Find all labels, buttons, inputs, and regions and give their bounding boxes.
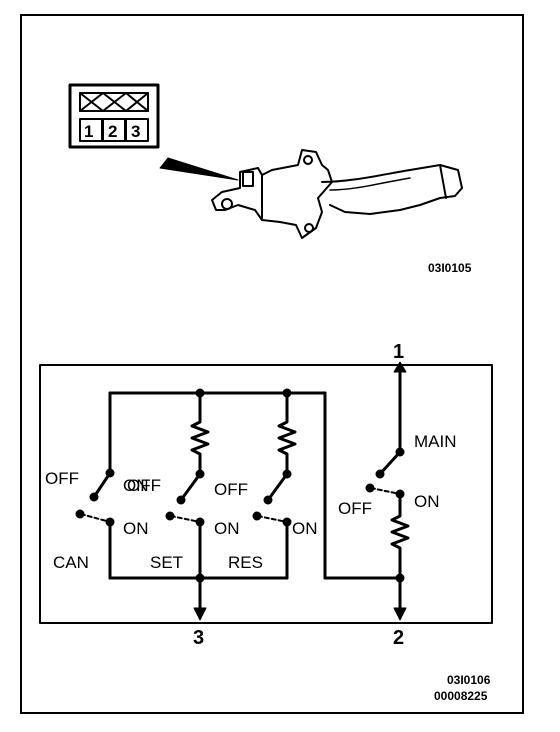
connector-key <box>68 83 160 149</box>
cancel-on-label: ON <box>123 476 149 495</box>
terminal-3-label: 3 <box>193 627 204 649</box>
connector-pin-1: 1 <box>84 122 93 141</box>
res-on-label: ON <box>292 519 318 538</box>
resistor-res <box>277 416 297 476</box>
pointer-arrow <box>159 157 239 181</box>
res-off-label: OFF <box>214 480 248 499</box>
res-switch-label: RES <box>228 553 263 572</box>
main-off-label: OFF <box>338 499 372 518</box>
terminal-1-arrow <box>393 361 407 373</box>
main-switch-label: MAIN <box>414 432 457 451</box>
terminal-1-label: 1 <box>393 341 404 363</box>
connector-pin-2: 2 <box>108 122 117 141</box>
lever-figure-code: 03I0105 <box>428 261 472 275</box>
cruise-lever-illustration <box>211 149 463 239</box>
schematic-box <box>39 364 493 624</box>
figure-frame <box>20 14 524 714</box>
resistor-set <box>190 416 210 476</box>
res-on-label-left: ON <box>214 519 240 538</box>
switch-set <box>170 472 202 612</box>
resistor-main <box>390 492 410 580</box>
set-switch-label: SET <box>150 553 183 572</box>
switch-cancel <box>80 471 112 580</box>
switch-main <box>370 368 402 495</box>
cancel-switch-label: CAN <box>53 553 89 572</box>
switch-res <box>257 472 289 580</box>
terminal-3-arrow <box>193 607 207 621</box>
wire-bottom-bus <box>108 576 402 612</box>
document-number: 00008225 <box>434 689 488 703</box>
connector-pin-3: 3 <box>131 122 140 141</box>
schematic-figure-code: 03I0106 <box>447 673 491 687</box>
terminal-2-arrow <box>393 607 407 621</box>
terminal-2-label: 2 <box>393 627 404 649</box>
junction-dots <box>75 388 405 583</box>
set-off-label: OFF <box>127 476 161 495</box>
main-on-label: ON <box>414 492 440 511</box>
set-on-label: ON <box>123 519 149 538</box>
cancel-off-label: OFF <box>45 469 79 488</box>
